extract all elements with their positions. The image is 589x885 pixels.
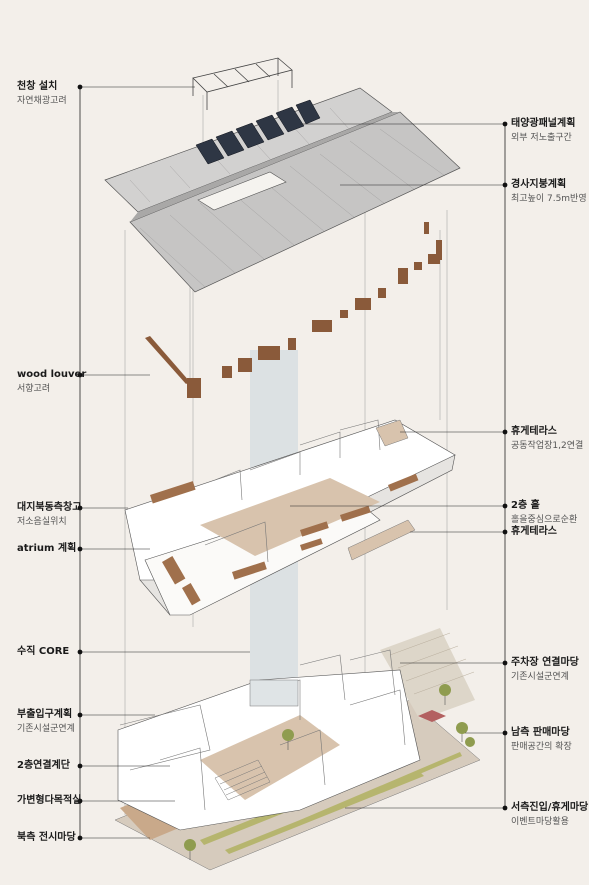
label-sub: 자연채광고려 <box>17 96 67 106</box>
label-stair: 2층연결계단 <box>17 759 70 773</box>
label-title: 경사지붕계획 <box>511 179 567 190</box>
label-title: 수직 CORE <box>17 646 70 657</box>
label-terrace-upper: 휴게테라스 공동작업장1,2연결 <box>511 425 583 453</box>
label-sub: 기존시설군연계 <box>17 724 75 734</box>
leader-lines <box>80 86 505 839</box>
label-title: 2층 홀 <box>511 500 540 511</box>
label-storage: 대지북동측창고 저소음실위치 <box>17 501 81 529</box>
label-north-yard: 북측 전시마당 <box>17 831 76 845</box>
trees <box>184 684 475 851</box>
label-south-market: 남측 판매마당 판매공간의 확장 <box>511 726 572 754</box>
ground-floor <box>114 628 481 871</box>
label-title: 휴게테라스 <box>511 426 557 437</box>
label-title: 가변형다목적실 <box>17 795 82 806</box>
label-parking-yard: 주차장 연결마당 기존시설군연계 <box>511 656 579 684</box>
label-wood-louver: wood louver 서향고려 <box>17 368 86 396</box>
label-title: atrium 계획 <box>17 543 77 554</box>
label-title: 서측진입/휴게마당 <box>511 802 589 813</box>
label-title: 북측 전시마당 <box>17 832 76 843</box>
stair <box>214 759 271 801</box>
second-floor <box>124 419 456 616</box>
label-title: 2층연결계단 <box>17 760 70 771</box>
wood-louver <box>145 222 442 398</box>
label-atrium: atrium 계획 <box>17 542 76 556</box>
label-sub: 공동작업장1,2연결 <box>511 441 584 451</box>
label-title: 부출입구계획 <box>17 709 73 720</box>
label-sub: 외부 저노출구간 <box>511 133 572 143</box>
label-sub: 이벤트마당활용 <box>511 817 569 827</box>
label-title: 태양광패널계획 <box>511 118 576 129</box>
label-west-entry: 서측진입/휴게마당 이벤트마당활용 <box>511 801 588 829</box>
label-title: 대지북동측창고 <box>17 502 82 513</box>
label-sub: 판매공간의 확장 <box>511 742 572 752</box>
label-sub: 기존시설군연계 <box>511 672 569 682</box>
solar-panels <box>195 99 321 165</box>
label-solar: 태양광패널계획 외부 저노출구간 <box>511 117 575 145</box>
label-sub: 저소음실위치 <box>17 517 67 527</box>
label-sub: 최고높이 7.5m반영 <box>511 194 587 204</box>
label-sub: 서향고려 <box>17 384 51 394</box>
label-sub: 홀을중심으로순환 <box>511 515 578 525</box>
label-skylight: 천창 설치 자연채광고려 <box>17 80 67 108</box>
label-title: wood louver <box>17 369 87 380</box>
pitched-roof <box>104 87 461 293</box>
label-multipurpose: 가변형다목적실 <box>17 794 81 808</box>
label-title: 남측 판매마당 <box>511 727 570 738</box>
label-title: 천창 설치 <box>17 81 58 92</box>
skylight-frame <box>192 57 293 110</box>
label-core: 수직 CORE <box>17 645 69 659</box>
label-terrace-lower: 휴게테라스 <box>511 525 557 539</box>
label-title: 휴게테라스 <box>511 526 557 537</box>
label-sub-entrance: 부출입구계획 기존시설군연계 <box>17 708 75 736</box>
label-dots <box>77 84 508 841</box>
label-title: 주차장 연결마당 <box>511 657 579 668</box>
label-2f-hall: 2층 홀 홀을중심으로순환 <box>511 499 577 527</box>
label-pitched-roof: 경사지붕계획 최고높이 7.5m반영 <box>511 178 587 206</box>
